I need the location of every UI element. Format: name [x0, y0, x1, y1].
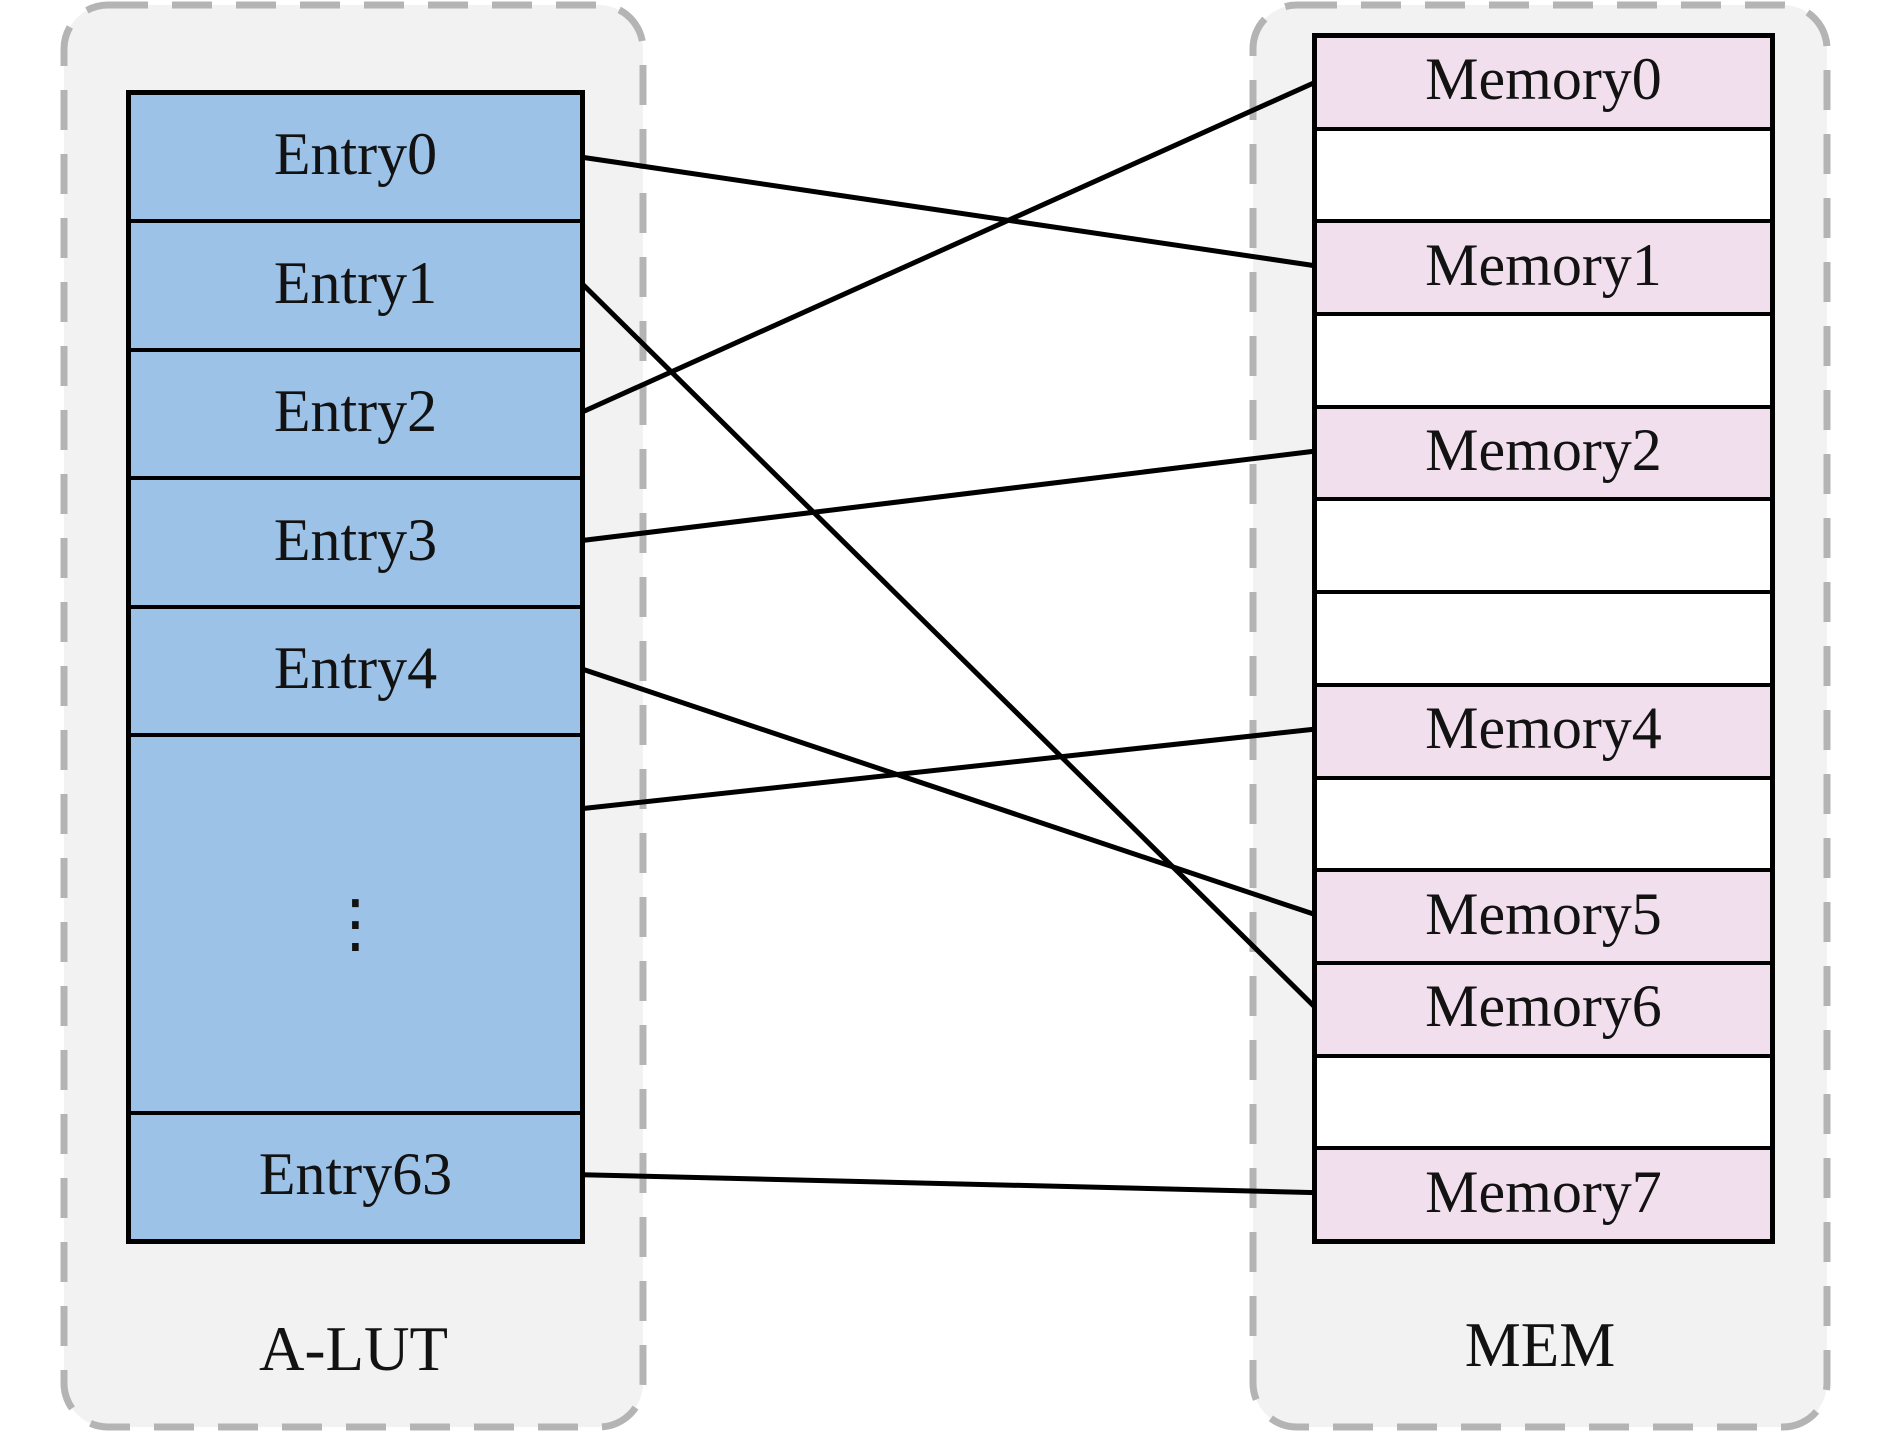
- alut-label: A-LUT: [259, 1314, 448, 1384]
- alut-row-entry4: Entry4: [131, 604, 580, 734]
- mem-label: MEM: [1464, 1310, 1616, 1380]
- alut-row-entry2: Entry2: [131, 347, 580, 477]
- mem-row-memory0: Memory0: [1317, 38, 1770, 127]
- alut-row-label: Entry63: [258, 1140, 453, 1207]
- mem-row-blank1: [1317, 312, 1770, 405]
- mem-row-memory5: Memory5: [1317, 868, 1770, 961]
- mem-row-blank2: [1317, 497, 1770, 591]
- alut-row-entry1: Entry1: [131, 219, 580, 348]
- alut-row-entry63: Entry63: [131, 1110, 580, 1239]
- alut-ellipsis: ⋮: [323, 886, 388, 961]
- alut-row-entry3: Entry3: [131, 476, 580, 605]
- mem-row-blank4: [1317, 775, 1770, 869]
- mem-row-label: Memory5: [1425, 880, 1662, 947]
- mem-row-memory7: Memory7: [1317, 1146, 1770, 1239]
- mem-row-memory1: Memory1: [1317, 219, 1770, 313]
- mem-row-label: Memory2: [1425, 417, 1662, 484]
- mem-row-label: Memory6: [1425, 973, 1662, 1040]
- mem-row-label: Memory0: [1425, 46, 1662, 113]
- mem-row-blank3: [1317, 590, 1770, 683]
- mem-row-label: Memory1: [1425, 231, 1662, 298]
- alut-row-label: Entry4: [273, 634, 438, 701]
- mem-row-label: Memory4: [1425, 695, 1662, 762]
- alut-row-label: Entry2: [273, 378, 438, 445]
- alut-row-dots: ⋮: [131, 733, 580, 1111]
- mem-row-memory6: Memory6: [1317, 960, 1770, 1054]
- mem-row-blank0: [1317, 126, 1770, 220]
- mem-row-label: Memory7: [1425, 1158, 1662, 1225]
- alut-row-entry0: Entry0: [131, 95, 580, 220]
- mem-row-blank5: [1317, 1053, 1770, 1147]
- alut-row-label: Entry3: [273, 506, 438, 573]
- alut-row-label: Entry0: [273, 121, 438, 188]
- mem-row-memory4: Memory4: [1317, 682, 1770, 776]
- alut-row-label: Entry1: [273, 249, 438, 316]
- mem-row-memory2: Memory2: [1317, 404, 1770, 498]
